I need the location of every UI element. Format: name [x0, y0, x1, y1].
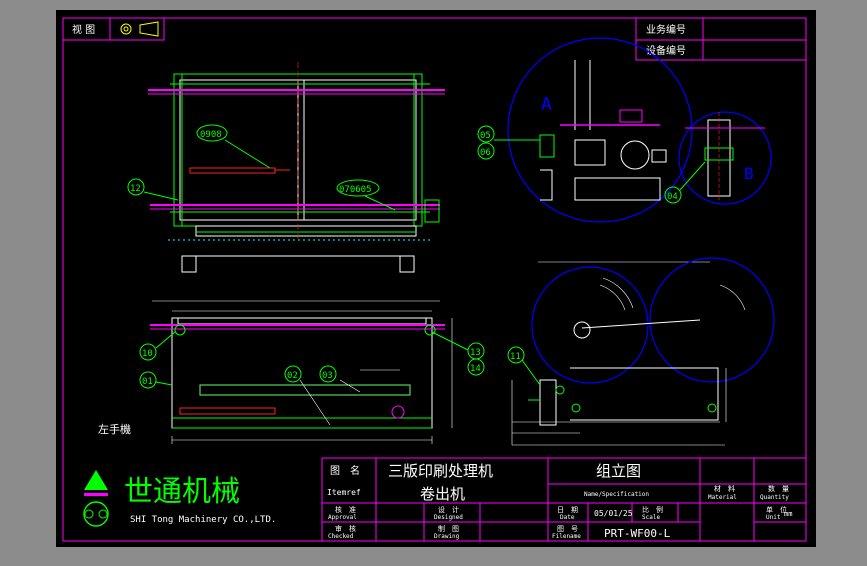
date-label: 日 期 — [557, 506, 578, 514]
date-label-en: Date — [560, 514, 575, 521]
quantity-label: 数 量 — [768, 484, 789, 493]
drawn-label: 制 图 — [438, 524, 459, 533]
drawing-name-label-en: Itemref — [327, 488, 361, 497]
logo-seal-icon — [83, 501, 109, 527]
unit-value: mm — [784, 510, 792, 518]
drawn-label-en: Drawing — [434, 533, 460, 540]
material-label-en: Material — [708, 494, 737, 501]
approved-label-en: Approval — [328, 514, 357, 521]
callout-02: 02 — [287, 371, 298, 381]
callout-11: 11 — [510, 352, 521, 362]
top-view — [148, 62, 445, 273]
side-label: 左手機 — [98, 422, 131, 436]
file-label-en: Filename — [552, 533, 581, 540]
callout-12: 12 — [130, 184, 141, 194]
date-value: 05/01/25 — [594, 509, 633, 518]
callout-13: 13 — [470, 348, 481, 358]
callout-10: 10 — [142, 349, 153, 359]
callout-06: 06 — [480, 148, 491, 158]
company-logo: 世通机械 SHI Tong Machinery CO.,LTD. — [83, 470, 276, 527]
material-label: 材 料 — [714, 484, 735, 493]
drawing-type: 组立图 — [596, 462, 641, 480]
logo-triangle-icon — [84, 470, 108, 490]
equipment-no-label: 设备编号 — [646, 44, 686, 57]
detail-letter-a: A — [541, 94, 552, 115]
quantity-label-en: Quantity — [760, 494, 789, 501]
unit-label-en: Unit — [766, 514, 781, 521]
callout-0908: 0908 — [200, 130, 222, 140]
view-label: 视 图 — [72, 23, 95, 36]
callout-labels: 0908 12 070605 05 06 04 10 01 02 03 13 1… — [130, 130, 678, 387]
scale-label-en: Scale — [642, 514, 660, 521]
projection-symbol-icon — [120, 21, 159, 37]
title-block: 图 名 Itemref 三版印刷处理机 卷出机 组立图 Name/Specifi… — [321, 457, 807, 542]
checked-label: 审 核 — [335, 524, 356, 533]
callout-03: 03 — [322, 371, 333, 381]
detail-letter-b: B — [744, 164, 754, 183]
name-spec-label: Name/Specification — [584, 491, 649, 498]
business-no-label: 业务编号 — [646, 23, 686, 36]
approved-label: 核 准 — [335, 505, 356, 514]
drawing-name-label: 图 名 — [330, 464, 360, 477]
file-label: 图 号 — [557, 525, 578, 533]
side-view — [511, 257, 775, 446]
designed-label-en: Designed — [434, 514, 463, 521]
callout-14: 14 — [470, 364, 481, 374]
unit-label: 单 位 — [766, 505, 787, 514]
company-name-cn: 世通机械 — [124, 474, 240, 508]
checked-label-en: Checked — [328, 533, 354, 540]
front-view — [150, 300, 453, 444]
designed-label: 设 计 — [438, 505, 459, 514]
view-box: 视 图 — [62, 17, 165, 41]
callout-01: 01 — [142, 377, 153, 387]
drawing-name: 三版印刷处理机 — [388, 462, 493, 480]
callouts — [127, 124, 706, 389]
callout-05: 05 — [480, 131, 491, 141]
scale-label: 比 例 — [642, 505, 663, 514]
company-name-en: SHI Tong Machinery CO.,LTD. — [130, 515, 276, 525]
callout-04: 04 — [667, 192, 678, 202]
callout-070605: 070605 — [339, 185, 372, 195]
drawing-subname: 卷出机 — [420, 485, 465, 503]
detail-b — [678, 111, 772, 205]
detail-a — [507, 37, 693, 223]
file-value: PRT-WF00-L — [604, 527, 671, 540]
number-box: 业务编号 设备编号 — [635, 17, 807, 61]
